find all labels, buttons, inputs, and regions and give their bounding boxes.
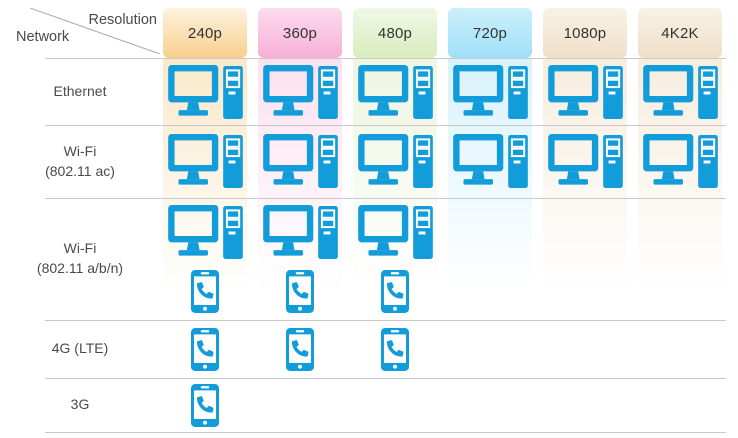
matrix-cell — [633, 125, 727, 198]
column-header-360p: 360p — [258, 8, 342, 58]
matrix-cell — [348, 378, 442, 432]
smartphone-icon — [381, 269, 409, 313]
divider-line — [45, 125, 726, 126]
desktop-computer-icon — [357, 64, 433, 119]
column-header-720p: 720p — [448, 8, 532, 58]
matrix-cell — [443, 198, 537, 320]
desktop-computer-icon — [547, 134, 623, 189]
desktop-computer-icon — [167, 204, 243, 259]
column-header-480p: 480p — [353, 8, 437, 58]
matrix-cell — [348, 198, 442, 320]
divider-line — [45, 320, 726, 321]
matrix-cell — [348, 59, 442, 125]
matrix-cell — [633, 378, 727, 432]
matrix-cell — [253, 59, 347, 125]
column-header-1080p: 1080p — [543, 8, 627, 58]
matrix-cell — [538, 378, 632, 432]
desktop-computer-icon — [452, 134, 528, 189]
matrix-cell — [443, 125, 537, 198]
desktop-computer-icon — [262, 204, 338, 259]
corner-cell: Resolution Network — [0, 0, 160, 58]
matrix-cell — [538, 125, 632, 198]
matrix-cell — [633, 198, 727, 320]
matrix-cell — [158, 378, 252, 432]
matrix-cell — [158, 125, 252, 198]
column-header-4k2k: 4K2K — [638, 8, 722, 58]
matrix-cell — [443, 320, 537, 378]
divider-line — [45, 198, 726, 199]
matrix-cell — [253, 198, 347, 320]
row-label-ethernet: Ethernet — [53, 83, 107, 100]
diagonal-divider — [30, 8, 160, 54]
desktop-computer-icon — [357, 204, 433, 259]
divider-line — [45, 378, 726, 379]
desktop-computer-icon — [167, 64, 243, 119]
matrix-cell — [158, 59, 252, 125]
smartphone-icon — [286, 327, 314, 371]
matrix-cell — [633, 59, 727, 125]
matrix-cell — [158, 198, 252, 320]
matrix-cell — [348, 125, 442, 198]
matrix-cell — [348, 320, 442, 378]
smartphone-icon — [191, 383, 219, 427]
matrix-cell — [158, 320, 252, 378]
desktop-computer-icon — [357, 134, 433, 189]
matrix-cell — [633, 320, 727, 378]
desktop-computer-icon — [167, 134, 243, 189]
matrix-cell — [253, 125, 347, 198]
smartphone-icon — [191, 327, 219, 371]
row-label-wifi-abn: Wi-Fi(802.11 a/b/n) — [36, 240, 124, 276]
divider-line — [45, 58, 726, 59]
matrix-cell — [253, 378, 347, 432]
row-label-wifi-ac: Wi-Fi(802.11 ac) — [45, 142, 115, 179]
desktop-computer-icon — [262, 134, 338, 189]
matrix-cell — [443, 59, 537, 125]
network-axis-label: Network — [16, 29, 70, 45]
column-header-240p: 240p — [163, 8, 247, 58]
smartphone-icon — [381, 327, 409, 371]
desktop-computer-icon — [452, 64, 528, 119]
matrix-cell — [538, 198, 632, 320]
matrix-cell — [443, 378, 537, 432]
resolution-axis-label: Resolution — [88, 12, 157, 28]
row-label-3g: 3G — [70, 396, 90, 413]
matrix-cell — [253, 320, 347, 378]
desktop-computer-icon — [262, 64, 338, 119]
divider-line — [45, 432, 726, 433]
matrix-cell — [538, 59, 632, 125]
smartphone-icon — [286, 269, 314, 313]
desktop-computer-icon — [547, 64, 623, 119]
matrix-cell — [538, 320, 632, 378]
row-label-4g-lte: 4G (LTE) — [51, 340, 109, 357]
desktop-computer-icon — [642, 64, 718, 119]
desktop-computer-icon — [642, 134, 718, 189]
smartphone-icon — [191, 269, 219, 313]
